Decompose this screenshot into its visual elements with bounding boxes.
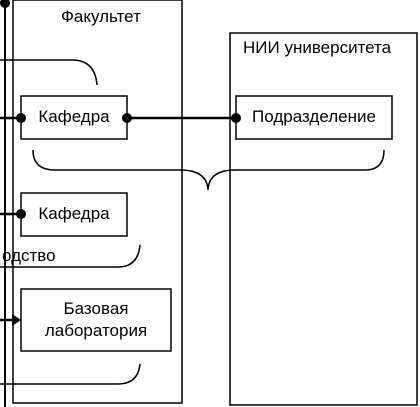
institute-container — [229, 32, 418, 406]
faculty-title: Факультет — [61, 7, 141, 26]
connector-dot-top-left — [0, 0, 10, 8]
connector-dot-subdivision-left — [231, 113, 241, 123]
connector-dot-dept1-left — [16, 113, 26, 123]
faculty-container — [12, 0, 183, 404]
base-lab-label: Базовая лаборатория — [44, 298, 148, 340]
arrowhead-lab — [12, 314, 21, 326]
institute-title: НИИ университета — [243, 38, 392, 57]
grouping-brace — [32, 149, 385, 191]
connector-dot-dept2-left — [16, 209, 26, 219]
partial-production-label: одство — [2, 246, 56, 265]
department-label-2: Кафедра — [38, 204, 110, 224]
subdivision-label: Подразделение — [252, 107, 376, 127]
top-bracket — [0, 59, 98, 86]
connector-dot-dept1-right — [122, 113, 132, 123]
bottom-bracket — [0, 363, 141, 385]
middle-bracket — [0, 244, 141, 268]
department-label-1: Кафедра — [38, 107, 110, 127]
